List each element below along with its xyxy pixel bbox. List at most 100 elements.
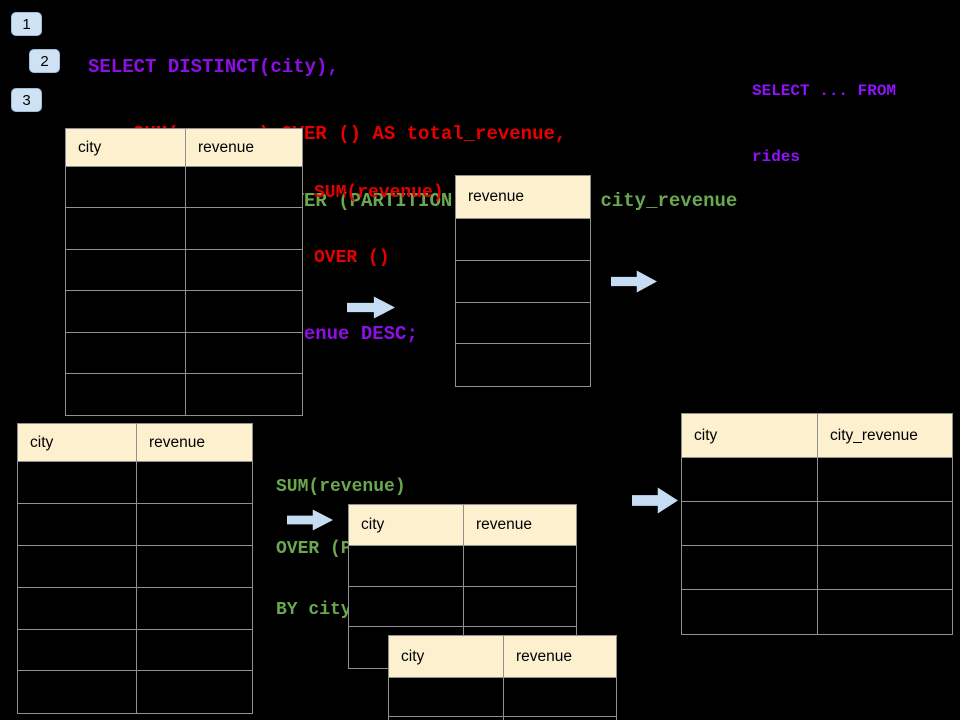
table-row <box>456 302 590 345</box>
table-cell <box>456 260 590 303</box>
table-cell <box>66 167 186 209</box>
table-cell <box>682 458 818 502</box>
table-header-row: city city_revenue <box>682 414 952 458</box>
table-cell <box>18 629 137 672</box>
column-header-revenue: revenue <box>137 424 252 462</box>
table-cell <box>464 546 576 587</box>
table-cell <box>186 208 302 250</box>
table-cell <box>186 373 302 416</box>
table-cell <box>456 302 590 345</box>
table-cell <box>18 545 137 588</box>
table-row <box>18 629 252 672</box>
select-from-snippet: SELECT ... FROM rides <box>752 36 896 212</box>
table-row <box>66 291 302 333</box>
table-cell <box>818 458 952 502</box>
table-cell <box>456 219 590 261</box>
table-cell <box>682 502 818 546</box>
table-cell <box>186 249 302 292</box>
table-cell <box>18 462 137 504</box>
step-badge-2: 2 <box>29 49 60 73</box>
column-header-city-revenue: city_revenue <box>818 414 952 458</box>
table-row <box>66 208 302 250</box>
table-row <box>66 249 302 292</box>
table-cell <box>137 503 252 546</box>
table-city-revenue-result: city city_revenue <box>681 413 953 635</box>
table-header-row: city revenue <box>389 636 616 678</box>
table-cell <box>66 208 186 250</box>
table-cell <box>137 545 252 588</box>
table-cell <box>137 462 252 504</box>
sql-line-select: SELECT DISTINCT(city), <box>88 56 339 79</box>
table-header-row: city revenue <box>18 424 252 462</box>
table-row <box>18 503 252 546</box>
table-row <box>66 332 302 374</box>
table-total-revenue: revenue <box>455 175 591 388</box>
table-row <box>456 219 590 261</box>
table-partition-step-overlay: city revenue <box>388 635 617 720</box>
table-row <box>66 167 302 209</box>
table-cell <box>18 503 137 546</box>
table-header-row: city revenue <box>66 129 302 167</box>
annotation-line: OVER () <box>314 247 390 268</box>
table-rides-source-repeat: city revenue <box>17 423 253 715</box>
table-row <box>682 502 952 546</box>
table-row <box>389 716 616 720</box>
table-cell <box>504 716 616 720</box>
table-row <box>18 545 252 588</box>
annotation-line: SUM(revenue) <box>276 477 406 497</box>
table-cell <box>66 332 186 374</box>
table-cell <box>682 590 818 634</box>
table-row <box>682 590 952 634</box>
table-cell <box>349 586 464 628</box>
table-cell <box>682 546 818 590</box>
table-rides-source: city revenue <box>65 128 303 417</box>
table-cell <box>18 587 137 630</box>
table-cell <box>66 291 186 333</box>
column-header-city: city <box>389 636 504 678</box>
arrow-right-icon <box>632 487 678 514</box>
table-row <box>456 260 590 303</box>
table-row <box>66 373 302 416</box>
table-cell <box>389 678 504 717</box>
table-row <box>18 671 252 714</box>
table-row <box>682 546 952 590</box>
table-cell <box>818 502 952 546</box>
annotation-sum-over: SUM(revenue) OVER () <box>314 139 444 313</box>
table-cell <box>66 373 186 416</box>
table-header-row: revenue <box>456 176 590 219</box>
arrow-right-icon <box>347 296 395 319</box>
table-cell <box>349 546 464 587</box>
column-header-revenue: revenue <box>464 505 576 546</box>
table-cell <box>137 629 252 672</box>
table-row <box>349 586 576 628</box>
table-cell <box>18 671 137 714</box>
column-header-revenue: revenue <box>186 129 302 167</box>
step-badge-3: 3 <box>11 88 42 112</box>
table-header-row: city revenue <box>349 505 576 546</box>
table-cell <box>66 249 186 292</box>
table-cell <box>186 167 302 209</box>
table-row <box>456 344 590 387</box>
table-cell <box>504 678 616 717</box>
table-cell <box>456 344 590 387</box>
step-badge-1: 1 <box>11 12 42 36</box>
table-cell <box>186 332 302 374</box>
annotation-line: SUM(revenue) <box>314 182 444 203</box>
table-row <box>18 462 252 504</box>
table-cell <box>389 716 504 720</box>
table-row <box>18 587 252 630</box>
table-cell <box>464 586 576 628</box>
arrow-right-icon <box>611 270 657 293</box>
snippet-line: SELECT ... FROM <box>752 82 897 100</box>
snippet-line: rides <box>752 148 801 166</box>
column-header-city: city <box>682 414 818 458</box>
table-cell <box>818 590 952 634</box>
column-header-city: city <box>66 129 186 167</box>
table-row <box>389 678 616 717</box>
column-header-revenue: revenue <box>456 176 590 219</box>
column-header-city: city <box>18 424 137 462</box>
table-cell <box>137 587 252 630</box>
table-row <box>349 546 576 587</box>
table-row <box>682 458 952 502</box>
